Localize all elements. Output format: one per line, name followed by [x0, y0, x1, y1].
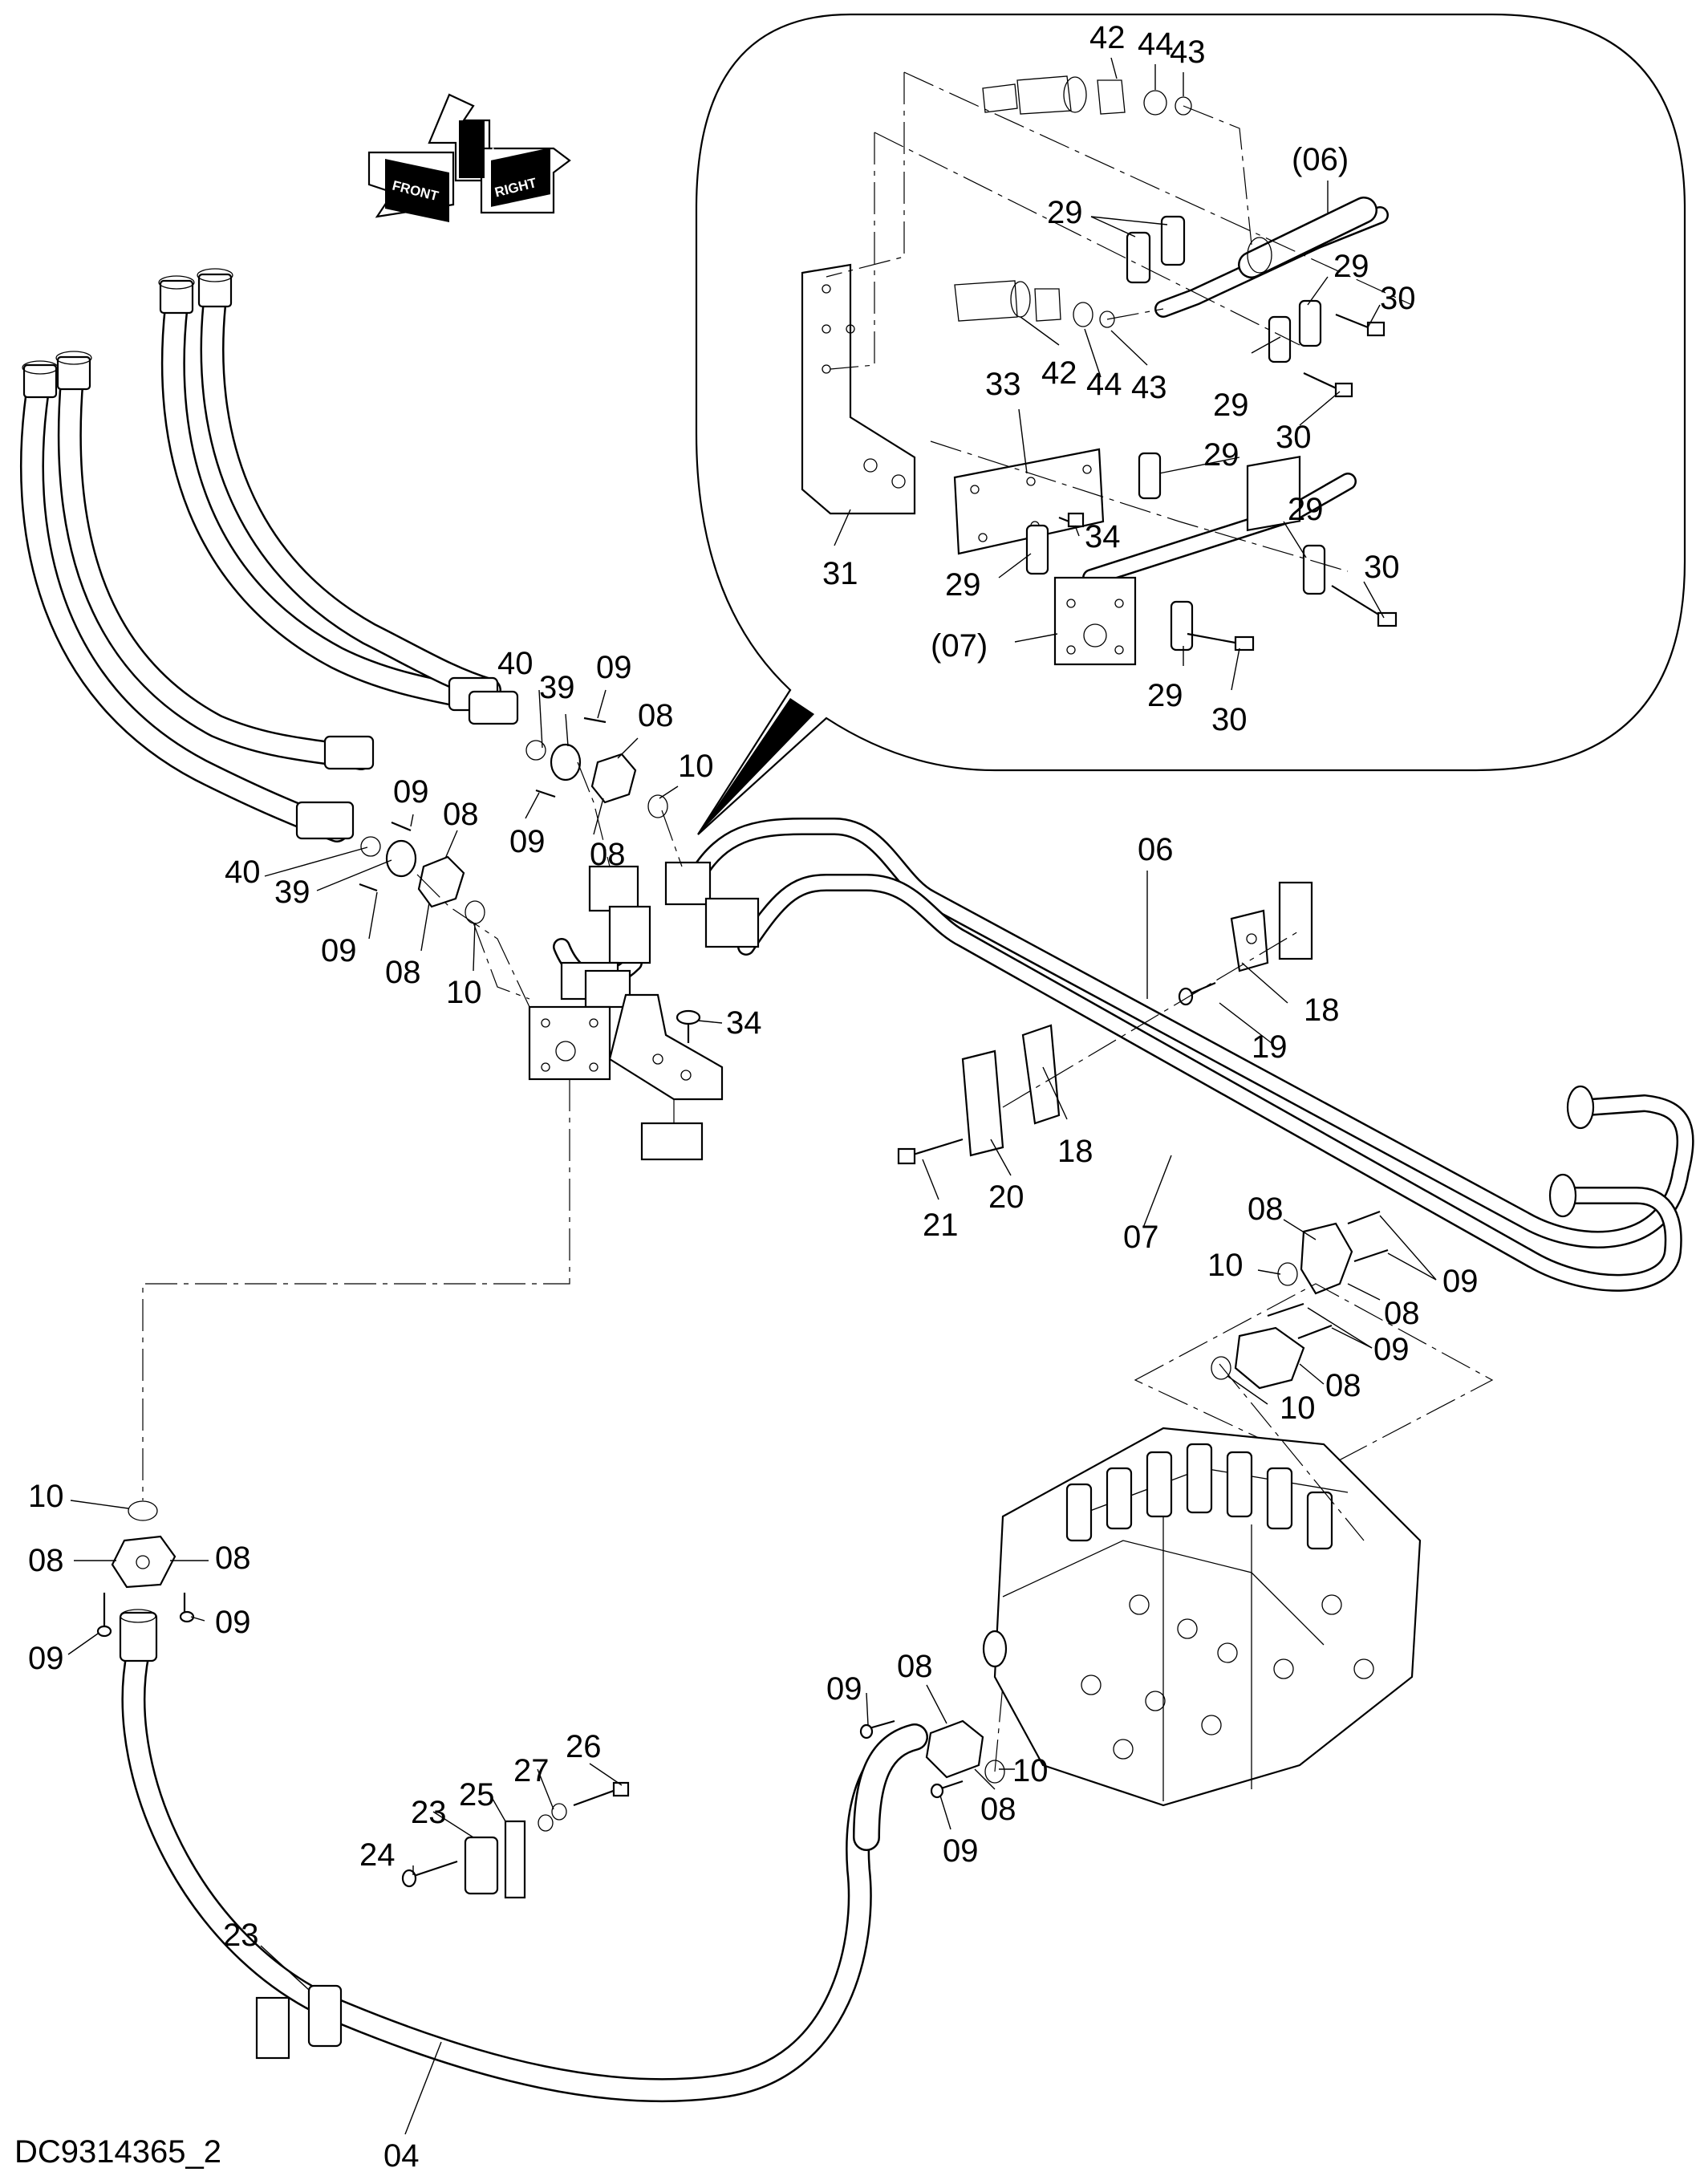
callout-42-mid: 42 [1041, 355, 1077, 391]
callout-30-d: 30 [1211, 702, 1248, 737]
hose-end-caps [22, 268, 233, 399]
callout-30-a: 30 [1380, 281, 1416, 316]
callout-09-a: 09 [596, 650, 632, 685]
callout-10-a: 10 [678, 749, 714, 784]
callout-08-a: 08 [638, 698, 674, 733]
callout-29-a: 29 [1047, 195, 1083, 230]
guide-lines [142, 761, 1365, 1772]
callout-10-e: 10 [28, 1479, 64, 1514]
callout-40-b: 40 [225, 855, 261, 890]
callout-09-g: 09 [215, 1605, 251, 1640]
callout-24: 24 [359, 1837, 396, 1873]
clamp-29-group [1025, 215, 1326, 652]
callout-30-c: 30 [1364, 550, 1400, 585]
callout-29-e: 29 [1288, 492, 1324, 527]
callout-30-b: 30 [1276, 420, 1312, 455]
callout-19: 19 [1252, 1029, 1288, 1065]
callout-23-b: 23 [223, 1918, 259, 1953]
pipe-clamp-assembly [897, 881, 1313, 1165]
callout-34-detail: 34 [1085, 519, 1121, 554]
callout-29-c: 29 [1213, 388, 1249, 423]
callout-08-j: 08 [897, 1649, 933, 1684]
document-id: DC9314365_2 [14, 2134, 221, 2170]
callout-33: 33 [985, 367, 1021, 402]
callout-06: 06 [1138, 832, 1174, 867]
callout-08-g: 08 [1325, 1368, 1361, 1403]
callout-44-top: 44 [1138, 26, 1174, 62]
orientation-badge: FRONT TOP RIGHT [367, 93, 571, 223]
callout-44-mid: 44 [1086, 367, 1122, 402]
callout-09-j: 09 [943, 1833, 979, 1869]
callout-10-f: 10 [1012, 1753, 1049, 1788]
callout-23-a: 23 [411, 1795, 447, 1830]
callout-06-detail: (06) [1292, 142, 1349, 177]
callout-26: 26 [566, 1729, 602, 1764]
valve-spools [1065, 1443, 1333, 1550]
callout-43-mid: 43 [1131, 370, 1167, 405]
bubble-parts [801, 71, 1413, 666]
upper-hoses [20, 268, 519, 842]
callout-18-b: 18 [1057, 1134, 1093, 1169]
central-pipes [528, 818, 1694, 1292]
callout-08-k: 08 [980, 1792, 1016, 1827]
callout-43-top: 43 [1170, 35, 1206, 70]
callout-09-e: 09 [1442, 1264, 1479, 1299]
callout-25: 25 [459, 1777, 495, 1813]
callout-29-b: 29 [1333, 249, 1369, 284]
callout-29-g: 29 [1147, 678, 1183, 713]
callout-08-d: 08 [385, 955, 421, 990]
callout-27: 27 [513, 1753, 550, 1788]
callout-10-c: 10 [1207, 1248, 1244, 1283]
callout-29-d: 29 [1203, 437, 1239, 473]
callout-08-e: 08 [1248, 1191, 1284, 1227]
callout-09-c: 09 [393, 774, 429, 810]
callout-42-top: 42 [1089, 20, 1126, 55]
callout-08-f: 08 [1384, 1296, 1420, 1331]
callout-40-a: 40 [497, 646, 534, 681]
callout-34: 34 [726, 1005, 762, 1041]
lower-hose-04 [119, 1609, 928, 2103]
leader-lines [67, 57, 1437, 2135]
callout-10-b: 10 [446, 975, 482, 1010]
callout-09-d: 09 [321, 933, 357, 968]
lower-left-fittings [96, 1500, 195, 1638]
upper-fittings [359, 716, 668, 924]
callout-08-b: 08 [590, 837, 626, 872]
callout-labels: 42 44 43 (06) 29 29 30 42 44 43 33 29 30… [28, 20, 1479, 2174]
callout-09-h: 09 [28, 1641, 64, 1676]
lower-clamp-assembly [255, 1781, 630, 2060]
callout-09-f: 09 [1373, 1332, 1410, 1367]
callout-31: 31 [822, 556, 858, 591]
callout-09-b: 09 [509, 824, 546, 859]
callout-10-d: 10 [1280, 1390, 1316, 1426]
callout-08-h: 08 [28, 1543, 64, 1578]
callout-04: 04 [383, 2138, 420, 2174]
callout-09-i: 09 [826, 1671, 862, 1707]
lower-right-fittings [859, 1719, 1005, 1799]
callout-07-detail: (07) [931, 628, 988, 664]
callout-20: 20 [988, 1179, 1024, 1215]
callout-18-a: 18 [1304, 993, 1340, 1028]
right-flanges [1134, 1210, 1494, 1469]
callout-08-c: 08 [443, 797, 479, 832]
callout-08-i: 08 [215, 1541, 251, 1576]
callout-21: 21 [923, 1208, 959, 1243]
control-valve [982, 1427, 1422, 1807]
callout-07: 07 [1123, 1220, 1159, 1255]
callout-39-a: 39 [539, 670, 575, 705]
callout-29-f: 29 [945, 567, 981, 603]
callout-39-b: 39 [274, 875, 310, 910]
detail-bubble [695, 13, 1686, 835]
